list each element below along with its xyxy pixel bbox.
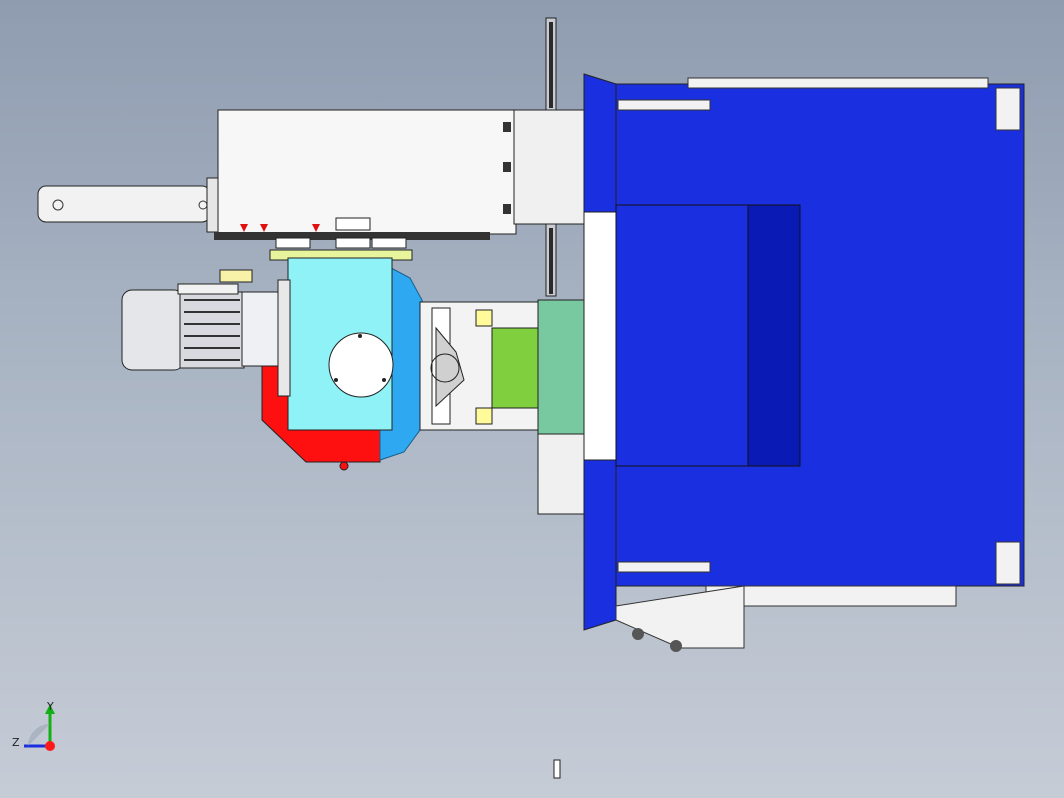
drive-box	[537, 433, 585, 515]
main-frame	[583, 73, 1025, 652]
axis-triad-icon: Y Z	[12, 700, 55, 751]
pneumatic-cylinder	[37, 177, 220, 233]
upper-housing	[214, 109, 587, 249]
y-axis-label: Y	[46, 700, 54, 713]
motor	[121, 269, 291, 371]
origin-marker	[553, 759, 561, 779]
blade-support	[419, 299, 585, 435]
saw-housing	[277, 257, 394, 431]
z-axis-label: Z	[12, 736, 20, 749]
